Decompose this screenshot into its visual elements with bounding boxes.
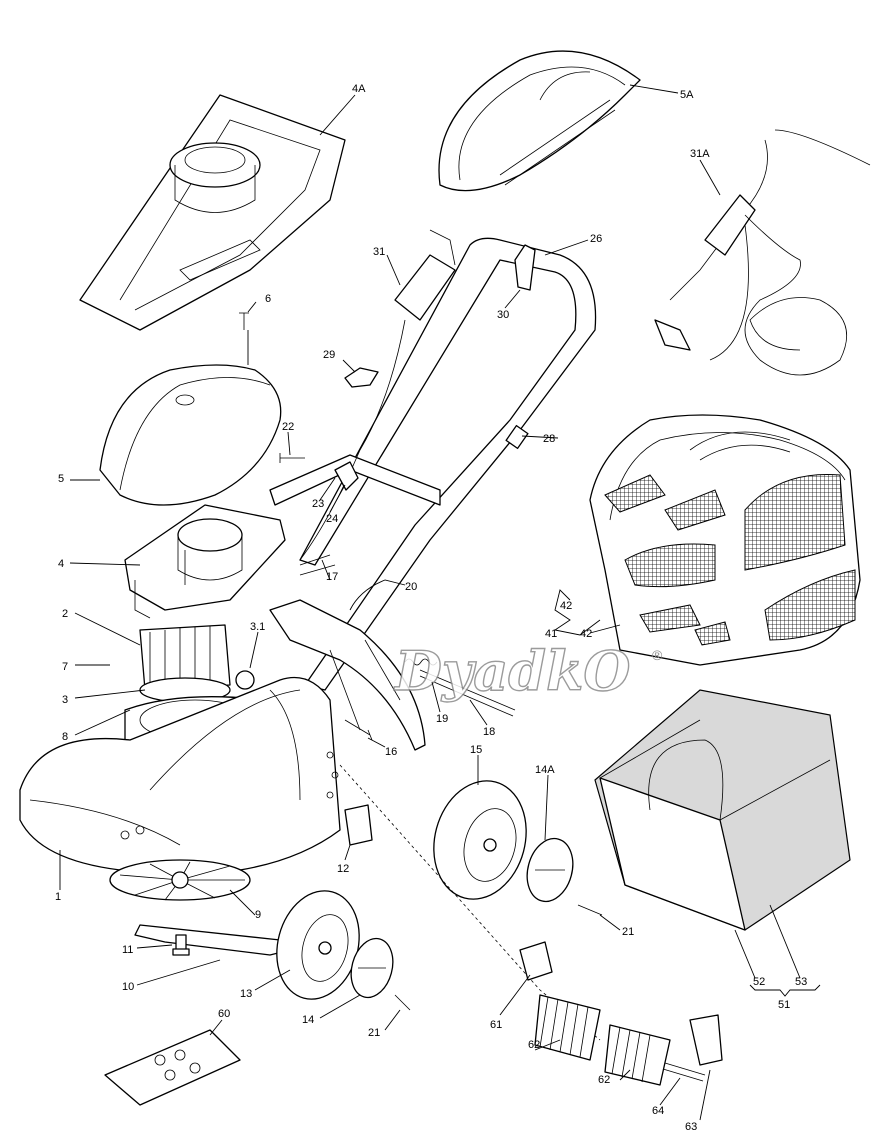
part-11-bolt [172, 934, 190, 956]
callout-label: 19 [436, 713, 448, 725]
callout-label: 15 [470, 744, 482, 756]
part-9-fan [109, 859, 251, 901]
callout-label: 22 [282, 421, 294, 433]
part-64-shaft [662, 1062, 706, 1082]
callout-label: 20 [405, 581, 417, 593]
callout-label: 6 [265, 293, 271, 305]
watermark: DyadkO ® [392, 638, 663, 703]
part-15-wheel [433, 780, 527, 900]
part-16-screw [344, 719, 373, 741]
callout-label: 64 [652, 1105, 664, 1117]
callout-label: 42 [560, 600, 572, 612]
part-4a-upper-housing [79, 94, 346, 331]
part-17-wires [299, 554, 336, 576]
callout-label: 3 [62, 694, 68, 706]
callout-label: 1 [55, 891, 61, 903]
part-1-deck [19, 676, 341, 871]
watermark-mark: ® [652, 647, 663, 663]
part-51-grass-bag [594, 689, 851, 931]
part-31-switch-box [299, 229, 456, 561]
part-26-handle [269, 237, 597, 691]
part-18-axle [419, 669, 516, 717]
callout-label: 29 [323, 349, 335, 361]
assembly-guide-line [339, 764, 601, 1041]
callout-label: 10 [122, 981, 134, 993]
part-63-bracket [689, 1014, 723, 1066]
part-30-clip [514, 244, 536, 291]
callout-label: 23 [312, 498, 324, 510]
part-14-hubcap [350, 937, 394, 999]
callout-label: 42 [580, 628, 592, 640]
callout-label: 62 [528, 1039, 540, 1051]
part-14a-hubcap [526, 837, 574, 903]
callout-label: 16 [385, 746, 397, 758]
callout-label: 28 [543, 433, 555, 445]
callout-label: 14 [302, 1014, 314, 1026]
part-10-blade [134, 924, 291, 956]
callout-label: 5 [58, 473, 64, 485]
callout-label: 7 [62, 661, 68, 673]
callout-label: 21 [368, 1027, 380, 1039]
part-19-spring [404, 658, 438, 666]
callout-label: 2 [62, 608, 68, 620]
part-5-motor-cover [99, 364, 282, 506]
watermark-text: DyadkO [393, 639, 630, 703]
leader-lines [59, 84, 821, 1121]
callout-label: 8 [62, 731, 68, 743]
callout-label: 9 [255, 909, 261, 921]
callout-label: 31A [690, 148, 710, 160]
callout-label: 62 [598, 1074, 610, 1086]
part-4-motor-housing [124, 504, 286, 619]
callout-label: 12 [337, 863, 349, 875]
part-6-screw [239, 312, 249, 330]
part-61-bracket [519, 941, 553, 981]
part-41-grass-box [589, 414, 861, 666]
part-5a-top-cover [438, 50, 641, 192]
part-31a-switch-cable [654, 129, 871, 376]
callout-label: 60 [218, 1008, 230, 1020]
part-62-rollers [534, 994, 671, 1086]
callout-label: 4 [58, 558, 64, 570]
part-22-bolt [279, 453, 305, 463]
callout-label: 18 [483, 726, 495, 738]
callout-label: 11 [122, 944, 133, 956]
callout-label: 26 [590, 233, 602, 245]
callout-label: 51 [778, 999, 790, 1011]
callout-label: 31 [373, 246, 385, 258]
callout-label: 52 [753, 976, 765, 988]
callout-label: 17 [326, 571, 338, 583]
callout-label: 3.1 [250, 621, 265, 633]
callout-labels: 4A 5A 31A 26 31 30 6 29 28 22 5 23 24 4 … [55, 83, 807, 1133]
callout-label: 63 [685, 1121, 697, 1133]
callout-label: 41 [545, 628, 557, 640]
part-rear-guard [269, 599, 426, 751]
part-23-24-cam [334, 461, 359, 491]
part-21-screw-rear [577, 904, 603, 916]
callout-label: 4A [352, 83, 366, 95]
callout-label: 14A [535, 764, 555, 776]
callout-label: 21 [622, 926, 634, 938]
callout-label: 53 [795, 976, 807, 988]
part-21-screw-front [394, 994, 411, 1011]
part-29-clip [344, 367, 379, 388]
callout-label: 24 [326, 513, 338, 525]
callout-label: 13 [240, 988, 252, 1000]
callout-label: 30 [497, 309, 509, 321]
part-60-parts-bag [104, 1029, 241, 1106]
part-12-bracket [344, 804, 373, 846]
callout-label: 61 [490, 1019, 502, 1031]
callout-label: 5A [680, 89, 694, 101]
